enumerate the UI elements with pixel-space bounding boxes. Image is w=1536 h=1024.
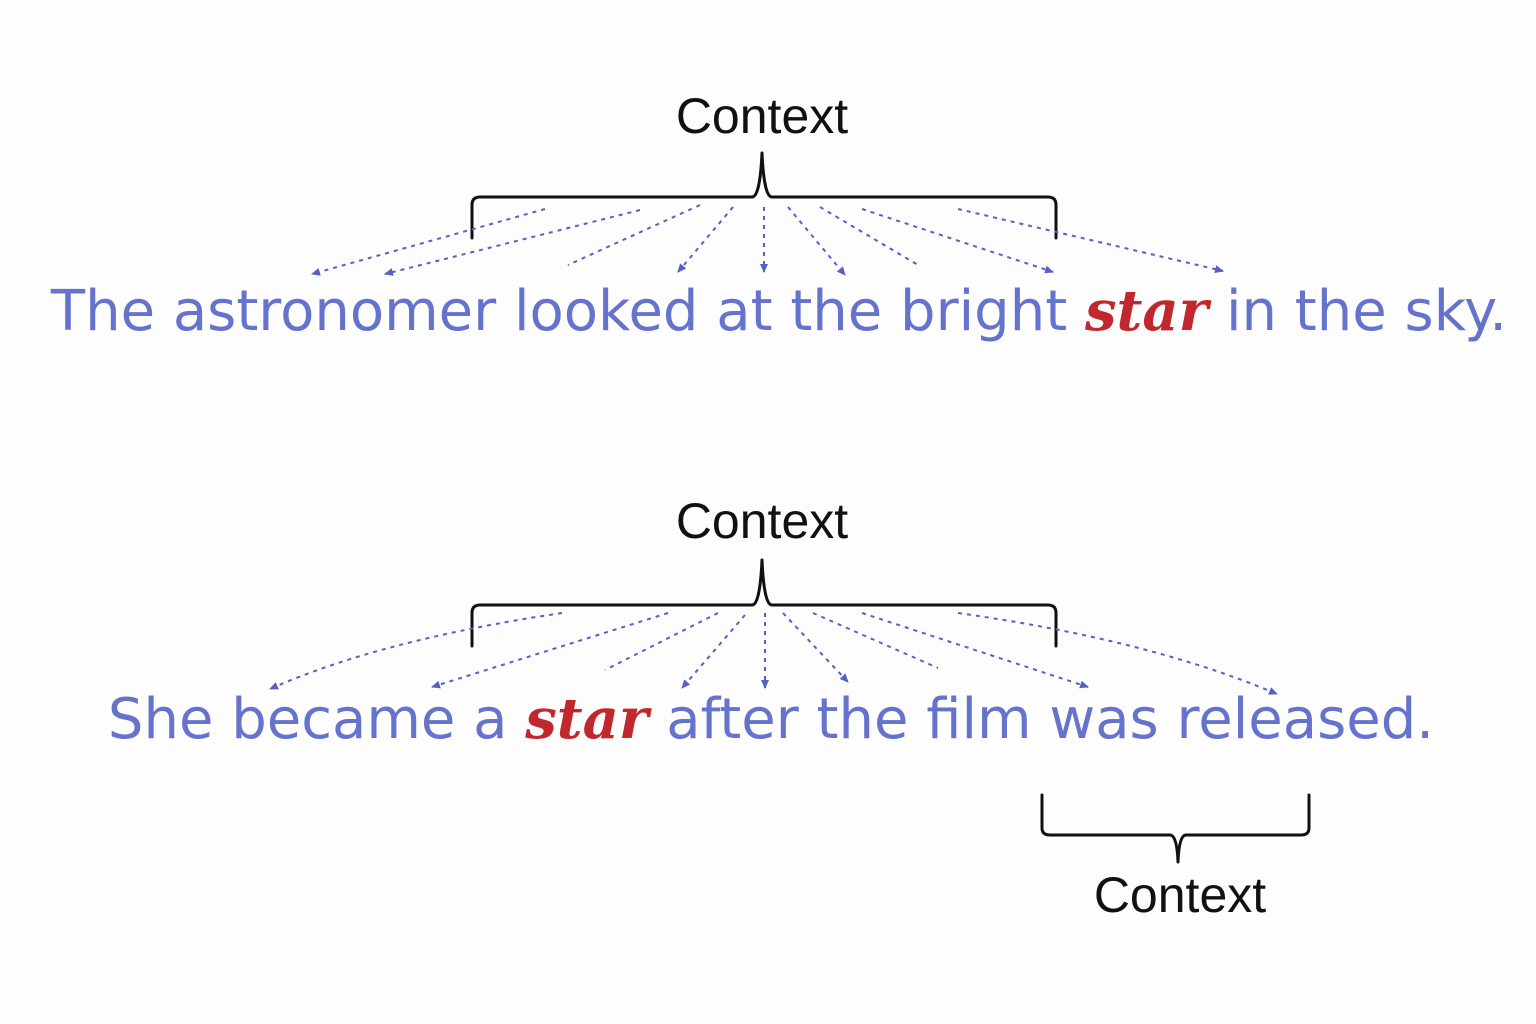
example-2: Context She became a star after the film… <box>108 493 1434 923</box>
arrow <box>957 612 1278 695</box>
context-label-top: Context <box>676 88 848 144</box>
arrow <box>782 612 849 683</box>
sentence-1-before: The astronomer looked at the bright <box>50 279 1085 344</box>
arrow <box>957 208 1224 274</box>
attention-arrows-middle <box>269 612 1278 695</box>
sentence-2: She became a star after the film was rel… <box>108 686 1434 752</box>
arrow <box>567 204 701 266</box>
arrow <box>604 612 719 671</box>
context-brace-top <box>470 151 1058 240</box>
arrow <box>812 612 939 669</box>
arrow <box>269 612 563 690</box>
arrow <box>384 209 641 276</box>
arrow <box>861 612 1089 689</box>
sentence-2-before: She became a <box>108 687 525 752</box>
arrow <box>431 612 669 689</box>
sentence-1: The astronomer looked at the bright star… <box>50 278 1507 344</box>
keyword-star-1: star <box>1084 278 1212 344</box>
sentence-1-after: in the sky. <box>1208 279 1507 344</box>
context-brace-bottom <box>1040 793 1311 864</box>
sentence-2-after: after the film was released. <box>648 687 1434 752</box>
context-label-bottom: Context <box>1094 867 1266 923</box>
arrow <box>677 206 734 273</box>
arrow <box>681 614 746 689</box>
keyword-star-2: star <box>524 686 652 752</box>
arrow <box>787 206 846 276</box>
attention-arrows-top <box>311 204 1224 276</box>
context-brace-middle <box>470 558 1058 648</box>
context-label-middle: Context <box>676 493 848 549</box>
arrow <box>311 208 546 276</box>
example-1: Context The astronomer looked at the bri… <box>50 88 1507 344</box>
arrow <box>819 206 919 266</box>
arrow <box>861 208 1054 274</box>
